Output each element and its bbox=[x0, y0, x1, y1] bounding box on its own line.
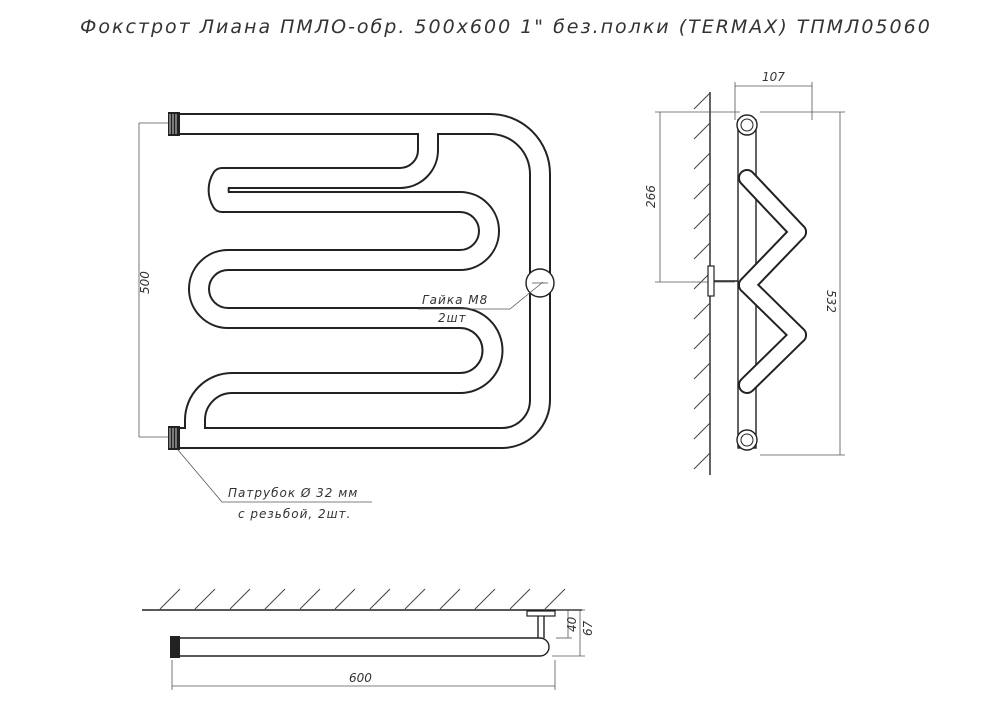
side-view: 107 266 532 bbox=[644, 70, 845, 475]
side-upper-dimension: 266 bbox=[644, 185, 658, 208]
front-view: 500 Гайка М8 2шт Патрубок Ø 32 мм с резь… bbox=[138, 112, 555, 521]
pipe-callout-line2: с резьбой, 2шт. bbox=[238, 507, 351, 521]
top-width-dimension: 600 bbox=[349, 671, 372, 685]
top-offset-inner-dimension: 40 bbox=[565, 616, 579, 632]
threaded-end-top bbox=[168, 112, 180, 136]
side-height-dimension: 532 bbox=[824, 290, 838, 313]
side-depth-dimension: 107 bbox=[762, 70, 785, 84]
side-zigzag-coils bbox=[738, 169, 807, 394]
top-offset-outer-dimension: 67 bbox=[581, 620, 595, 636]
pipe-callout-line1: Патрубок Ø 32 мм bbox=[228, 486, 358, 500]
top-view: 40 67 600 bbox=[142, 588, 595, 690]
top-wall-bracket bbox=[526, 610, 556, 617]
drawing-title: Фокстрот Лиана ПМЛО-обр. 500х600 1" без.… bbox=[80, 16, 932, 38]
side-wall-bracket bbox=[707, 265, 715, 297]
threaded-end-bottom bbox=[168, 426, 180, 450]
top-pipe bbox=[175, 637, 550, 657]
front-height-dimension: 500 bbox=[138, 271, 152, 294]
nut-callout-line1: Гайка М8 bbox=[422, 293, 488, 307]
top-threaded-end bbox=[170, 636, 180, 658]
nut-callout-line2: 2шт bbox=[438, 311, 467, 325]
